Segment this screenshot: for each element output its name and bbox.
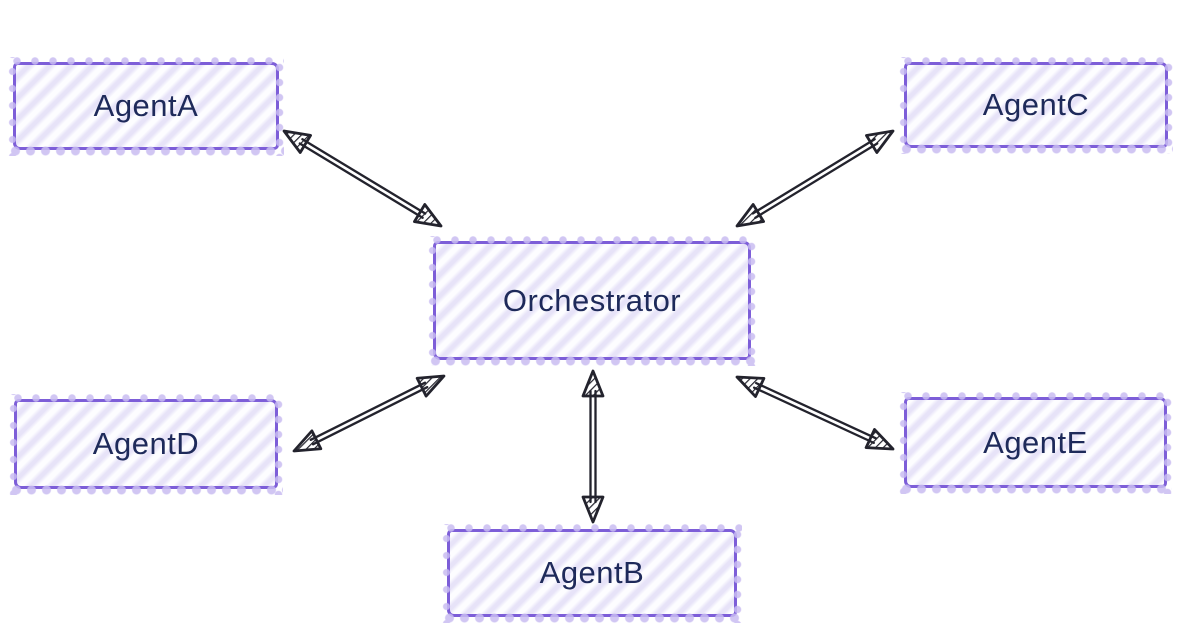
node-label-orchestrator: Orchestrator <box>502 282 682 318</box>
node-orchestrator: Orchestrator <box>428 236 756 366</box>
edge-agent-a-orchestrator <box>282 129 443 228</box>
node-agent-c: AgentC <box>899 57 1173 154</box>
node-agent-a: AgentA <box>8 57 284 156</box>
edge-agent-b-orchestrator <box>581 369 605 524</box>
node-label-agent-d: AgentD <box>92 426 200 461</box>
node-label-agent-e: AgentE <box>983 424 1088 460</box>
node-agent-d: AgentD <box>9 394 283 495</box>
edge-agent-d-orchestrator <box>292 374 446 453</box>
node-agent-e: AgentE <box>899 392 1172 494</box>
node-label-agent-c: AgentC <box>982 87 1090 122</box>
node-agent-b: AgentB <box>442 524 742 623</box>
node-label-agent-b: AgentB <box>539 555 645 590</box>
edge-agent-e-orchestrator <box>735 375 895 451</box>
edge-agent-c-orchestrator <box>735 129 895 228</box>
node-label-agent-a: AgentA <box>93 88 199 123</box>
